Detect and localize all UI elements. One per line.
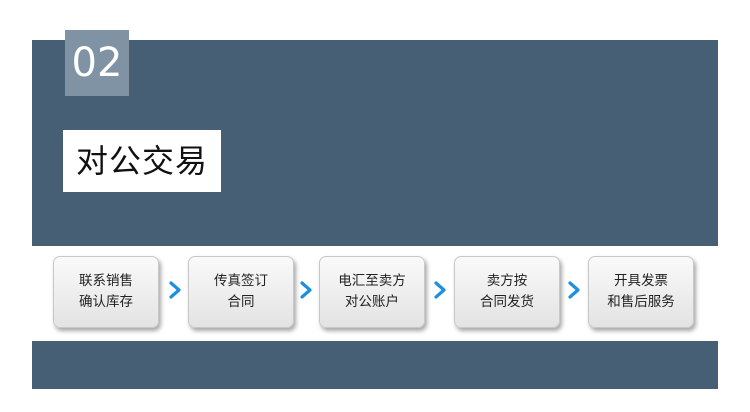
section-number: 02 bbox=[65, 30, 129, 96]
step-label-line2: 确认库存 bbox=[79, 294, 133, 310]
section-title: 对公交易 bbox=[63, 130, 221, 192]
step-label-line1: 卖方按 bbox=[486, 273, 528, 289]
chevron-right-icon bbox=[168, 281, 182, 299]
step-label-line1: 联系销售 bbox=[79, 273, 133, 289]
process-step-2: 传真签订 合同 bbox=[188, 256, 294, 328]
process-step-4: 卖方按 合同发货 bbox=[454, 256, 560, 328]
chevron-right-icon bbox=[433, 281, 447, 299]
process-step-1: 联系销售 确认库存 bbox=[53, 256, 159, 328]
step-label-line1: 开具发票 bbox=[614, 273, 668, 289]
step-label-line1: 传真签订 bbox=[214, 273, 268, 289]
chevron-right-icon bbox=[567, 281, 581, 299]
step-label-line1: 电汇至卖方 bbox=[338, 273, 406, 289]
step-label-line2: 对公账户 bbox=[345, 294, 399, 310]
step-label-line2: 合同 bbox=[227, 294, 255, 310]
footer-banner bbox=[32, 341, 718, 389]
step-label-line2: 和售后服务 bbox=[607, 294, 675, 310]
step-label-line2: 合同发货 bbox=[480, 294, 534, 310]
chevron-right-icon bbox=[299, 281, 313, 299]
process-step-5: 开具发票 和售后服务 bbox=[588, 256, 694, 328]
process-step-3: 电汇至卖方 对公账户 bbox=[319, 256, 425, 328]
